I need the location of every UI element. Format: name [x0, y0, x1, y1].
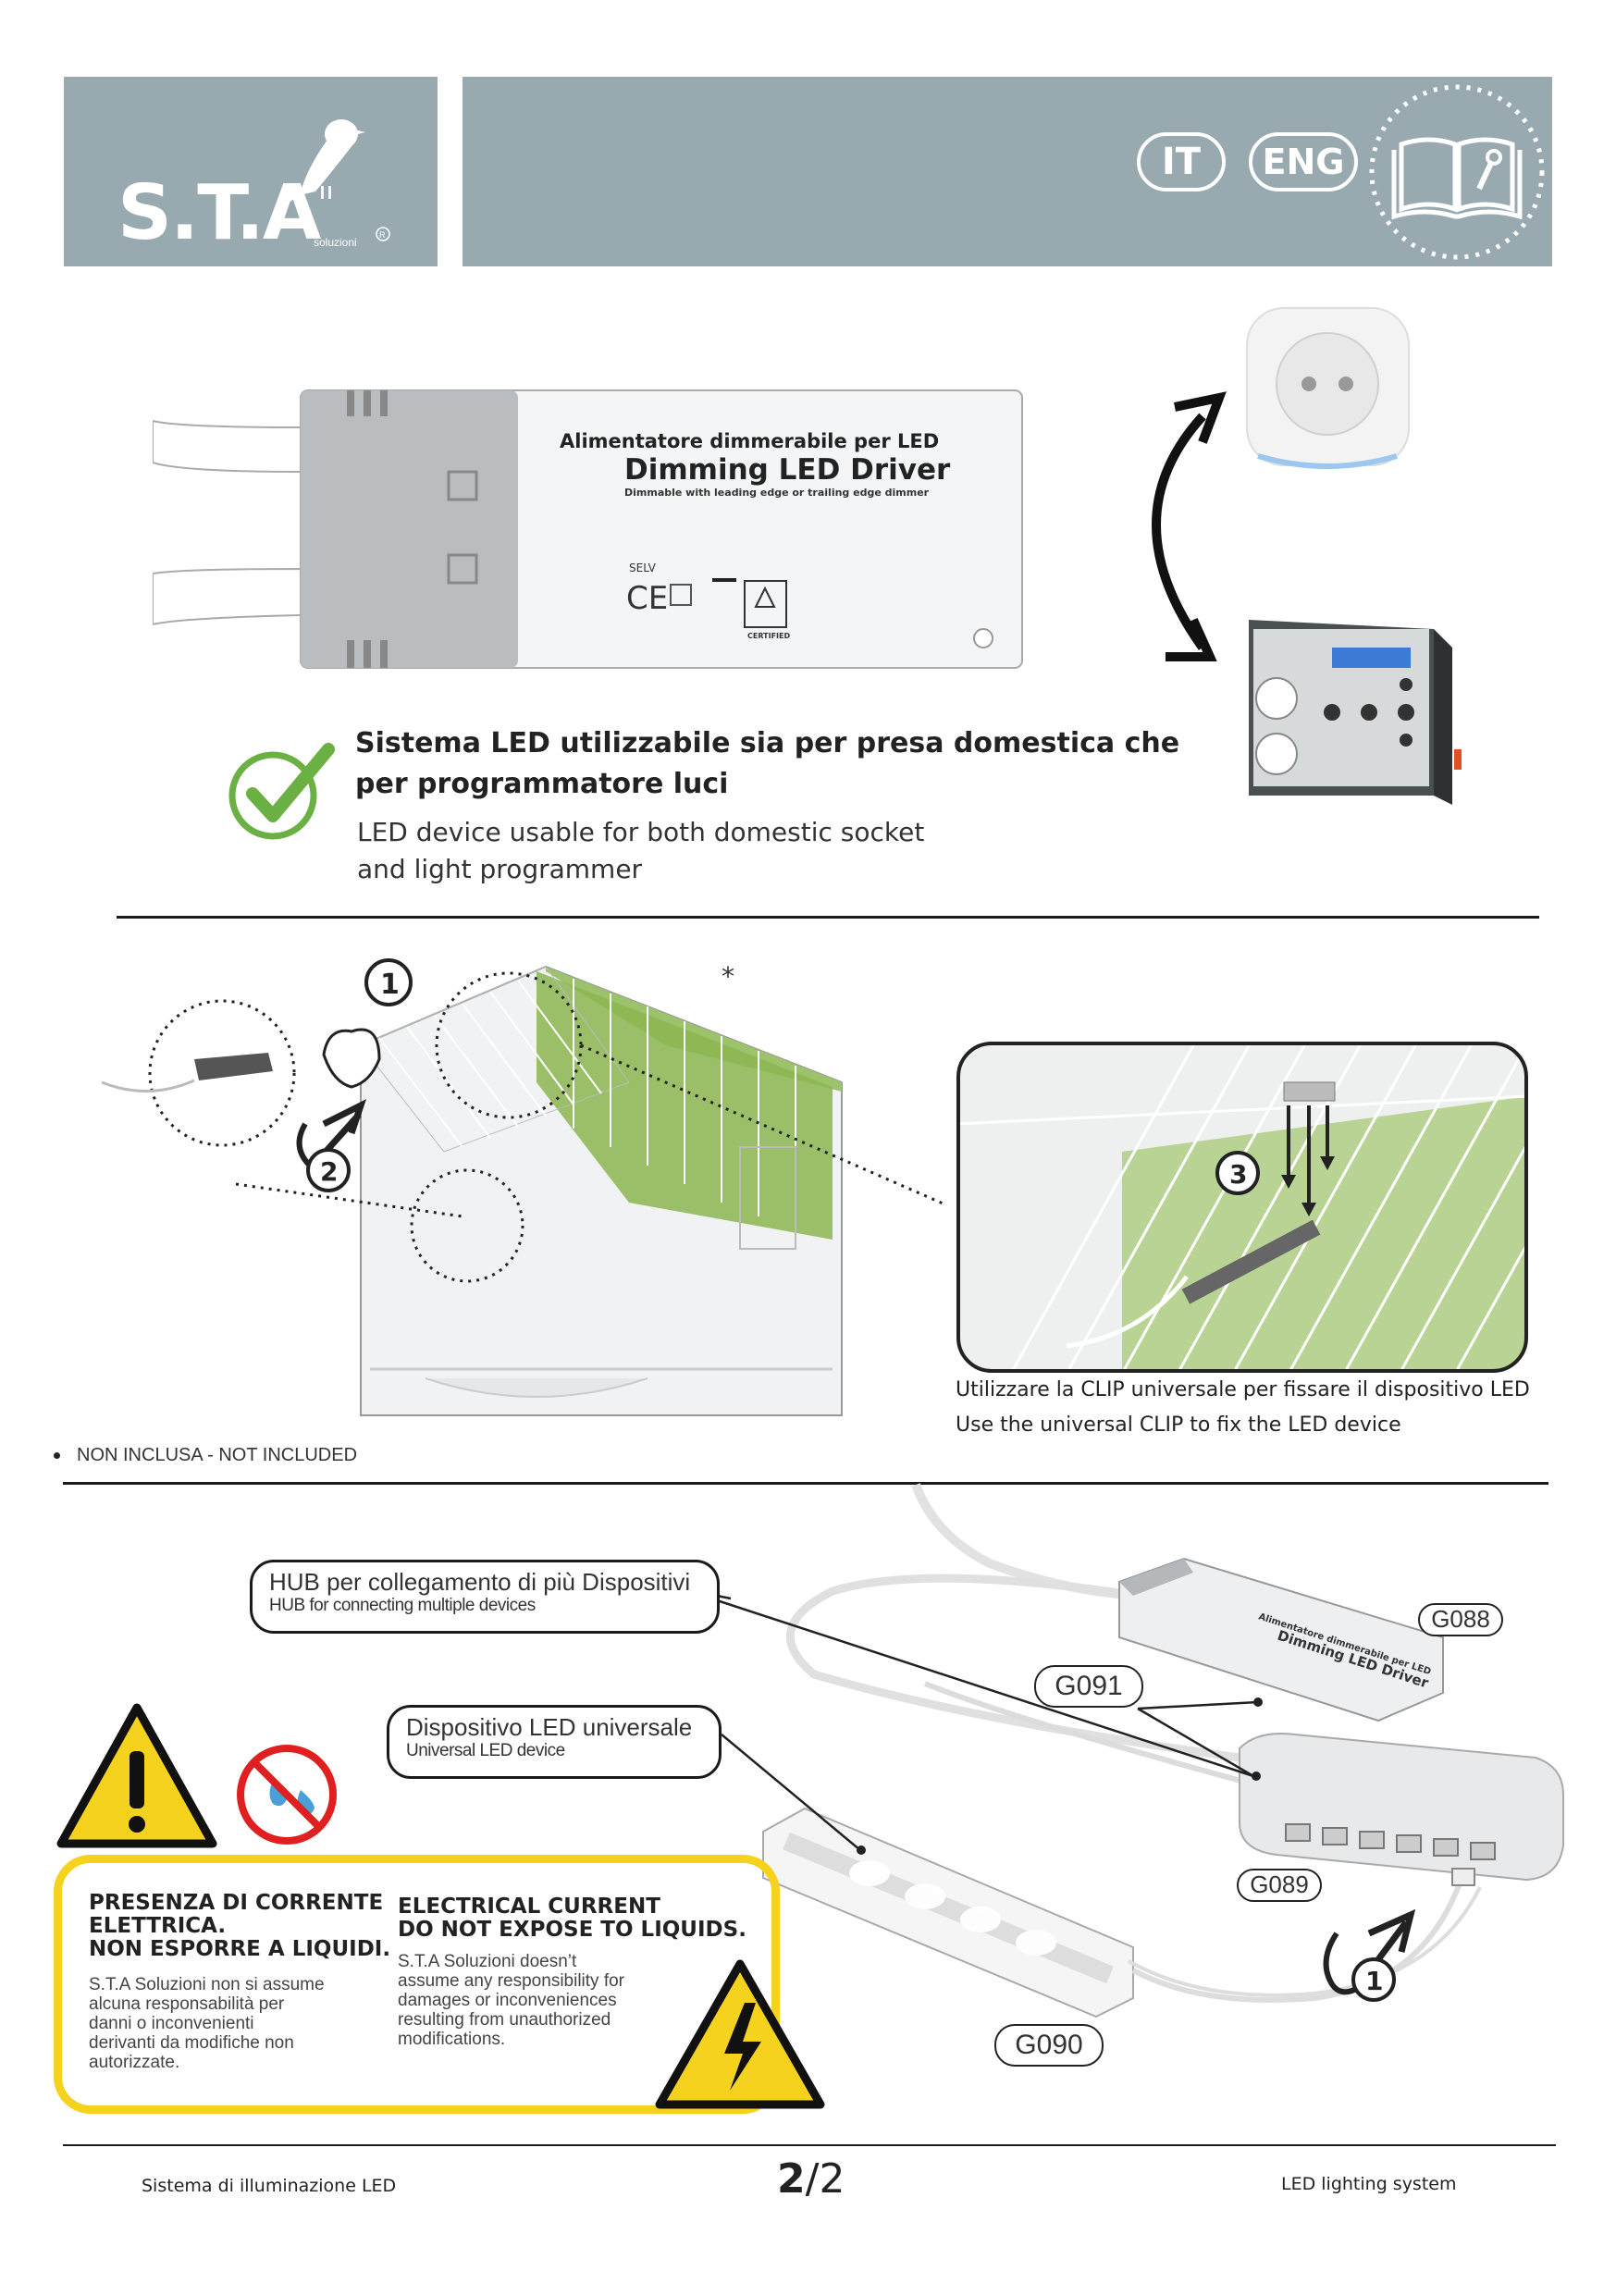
check-icon [228, 743, 335, 840]
clip-caption: Utilizzare la CLIP universale per fissar… [956, 1378, 1530, 1437]
led-driver-image: Alimentatore dimmerabile per LED Dimming… [153, 389, 1023, 669]
clip-detail-zoom: 3 [956, 1042, 1528, 1373]
svg-text:R: R [379, 230, 386, 240]
usage-title: Sistema LED utilizzabile sia per presa d… [355, 727, 1180, 800]
install-step-2: 2 [320, 1156, 338, 1187]
page-number: 2/2 [777, 2155, 845, 2203]
not-included-note: NON INCLUSA - NOT INCLUDED [54, 1445, 357, 1466]
double-arrow-icon [1152, 391, 1227, 661]
components-illustration: Alimentatore dimmerabile per LED Dimming… [716, 1483, 1564, 2018]
driver-title-en: Dimming LED Driver [624, 453, 951, 487]
install-step-1: 1 [380, 969, 400, 1001]
domestic-socket-image [1246, 307, 1410, 469]
logo-panel: S.T.A soluzioni R [64, 77, 438, 266]
warning-box [54, 1855, 780, 2114]
svg-text:soluzioni: soluzioni [314, 236, 357, 249]
svg-text:Dimmable with leading edge or: Dimmable with leading edge or trailing e… [624, 487, 930, 499]
electric-hazard-icon [655, 1959, 825, 2109]
code-g090: G090 [994, 2024, 1104, 2067]
driver-title-it: Alimentatore dimmerabile per LED [560, 430, 939, 452]
install-step-3: 3 [1229, 1159, 1247, 1190]
led-device-callout: Dispositivo LED universale Universal LED… [387, 1705, 722, 1779]
warning-en-body: S.T.A Soluzioni doesn’t assume any respo… [398, 1952, 624, 2049]
logo-text: S.T.A [117, 169, 322, 257]
code-g089: G089 [1237, 1869, 1322, 1902]
components-step-1: 1 [1365, 1966, 1383, 1996]
manual-book-icon [1369, 84, 1545, 260]
cage-installation-illustration: 1 2 * [101, 958, 944, 1416]
sta-logo: S.T.A soluzioni R [117, 119, 390, 257]
light-programmer-image [1249, 620, 1462, 805]
divider-2 [63, 1482, 1548, 1485]
footer-right: LED lighting system [1281, 2174, 1457, 2194]
svg-text:CERTIFIED: CERTIFIED [747, 632, 790, 640]
divider-1 [117, 916, 1539, 919]
code-g091: G091 [1034, 1665, 1143, 1708]
svg-text:SELV: SELV [629, 562, 657, 574]
warning-en-title: ELECTRICAL CURRENT DO NOT EXPOSE TO LIQU… [398, 1895, 746, 1942]
code-g088: G088 [1418, 1603, 1503, 1636]
lang-eng-badge[interactable]: ENG [1249, 132, 1358, 191]
bird-icon [284, 119, 365, 206]
svg-text:CE: CE [626, 580, 668, 617]
warning-it-body: S.T.A Soluzioni non si assume alcuna res… [89, 1975, 325, 2072]
hub-callout: HUB per collegamento di più Dispositivi … [250, 1560, 720, 1634]
footer-left: Sistema di illuminazione LED [142, 2176, 397, 2196]
lang-it-badge[interactable]: IT [1137, 132, 1226, 191]
warning-triangle-icon [56, 1703, 217, 1848]
header-band: IT ENG [463, 77, 1552, 266]
footer-divider [63, 2144, 1556, 2146]
asterisk: * [722, 961, 734, 992]
no-liquids-icon [237, 1745, 337, 1845]
warning-it-title: PRESENZA DI CORRENTE ELETTRICA. NON ESPO… [89, 1891, 391, 1961]
usage-text-en: LED device usable for both domestic sock… [357, 817, 925, 884]
